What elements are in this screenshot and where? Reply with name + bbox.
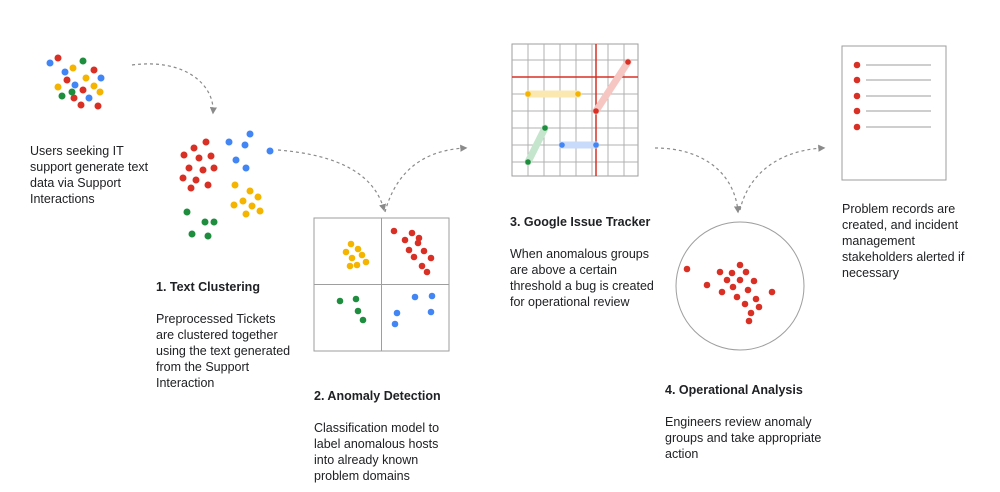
step-body-anomaly: Classification model to label anomalous … bbox=[314, 421, 440, 483]
intro-text: Users seeking IT support generate text d… bbox=[30, 144, 149, 206]
connector-arrow-1 bbox=[131, 63, 217, 115]
step-title-analysis: 4. Operational Analysis bbox=[665, 383, 803, 397]
problem-record-document-icon bbox=[841, 45, 947, 181]
issue-tracker-grid-icon bbox=[511, 43, 639, 177]
step-title-clustering: 1. Text Clustering bbox=[156, 280, 260, 294]
step-title-anomaly: 2. Anomaly Detection bbox=[314, 389, 441, 403]
step-text-anomaly: 2. Anomaly Detection Classification mode… bbox=[314, 372, 459, 484]
step-text-tracker: 3. Google Issue Tracker When anomalous g… bbox=[510, 198, 660, 310]
step-body-analysis: Engineers review anomaly groups and take… bbox=[665, 415, 822, 461]
clustered-dots-icon bbox=[179, 130, 274, 240]
step-body-clustering: Preprocessed Tickets are clustered toget… bbox=[156, 312, 291, 390]
mixed-dot-cloud-icon bbox=[46, 54, 105, 110]
anomaly-group-circle-icon bbox=[675, 221, 805, 351]
quadrant-classification-icon bbox=[313, 217, 450, 352]
connector-arrow-4 bbox=[654, 147, 742, 214]
records-text: Problem records are created, and inciden… bbox=[842, 202, 965, 280]
step-body-tracker: When anomalous groups are above a certai… bbox=[510, 247, 654, 309]
connector-arrow-3 bbox=[384, 144, 468, 213]
connector-arrow-5 bbox=[739, 144, 826, 211]
step-text-clustering: 1. Text Clustering Preprocessed Tickets … bbox=[156, 263, 296, 391]
step-text-analysis: 4. Operational Analysis Engineers review… bbox=[665, 366, 825, 462]
connector-arrow-2 bbox=[277, 149, 387, 212]
step-title-tracker: 3. Google Issue Tracker bbox=[510, 215, 651, 229]
